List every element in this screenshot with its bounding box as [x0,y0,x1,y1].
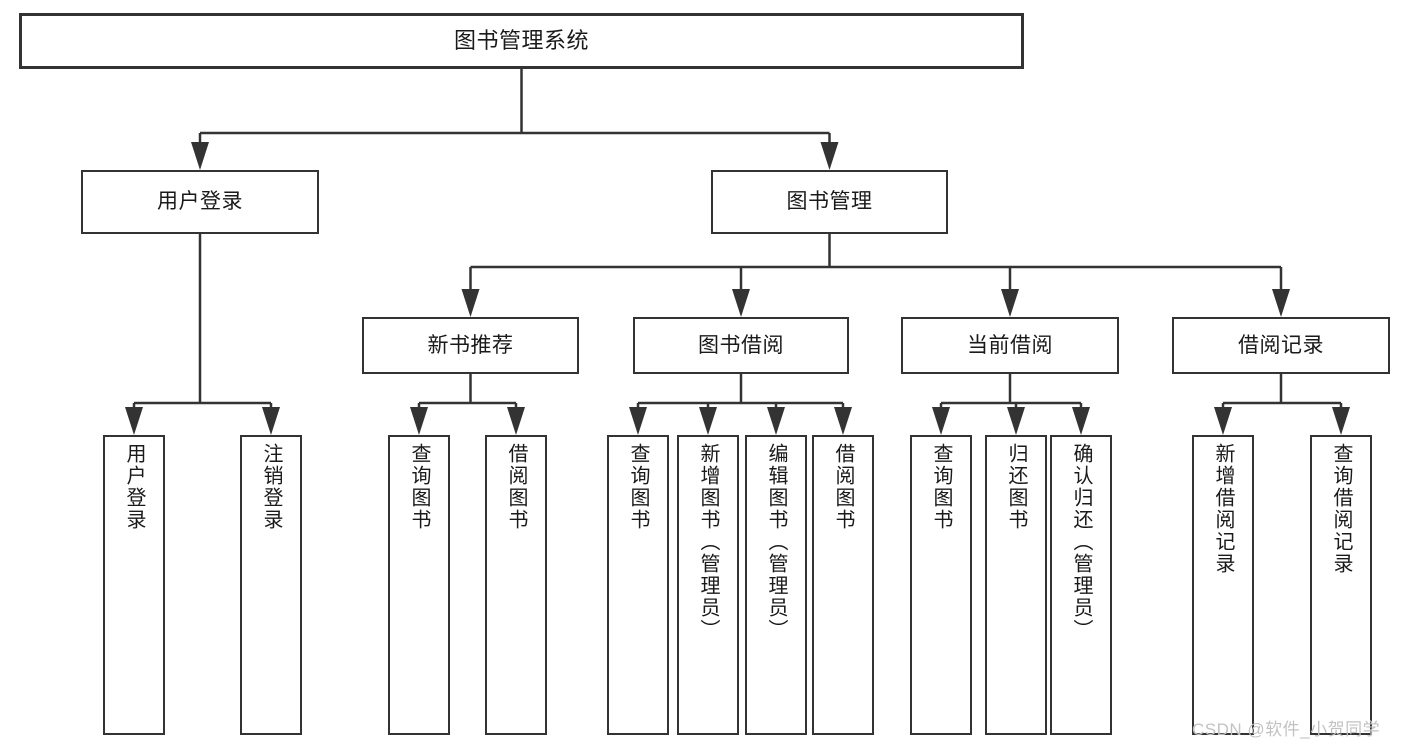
node-leaf-query-book-1[interactable]: 查询图书 [388,435,450,735]
node-label: 用户登录 [157,190,243,214]
node-leaf-user-login[interactable]: 用户登录 [103,435,165,735]
arrowhead-new-book-rec [461,289,480,317]
arrowhead-book-manage [820,142,839,170]
node-user-login[interactable]: 用户登录 [81,170,319,234]
node-leaf-query-record[interactable]: 查询借阅记录 [1310,435,1372,735]
arrowhead-leaf-query-record [1332,407,1350,435]
node-leaf-borrow-book-2[interactable]: 借阅图书 [812,435,874,735]
node-label: 图书借阅 [698,333,784,357]
node-label: 确认归还（管理员） [1070,443,1092,641]
arrowhead-leaf-logout [262,407,280,435]
node-label: 查询图书 [408,443,430,531]
node-label: 查询借阅记录 [1330,443,1352,575]
arrowhead-leaf-add-record [1214,407,1232,435]
node-label: 新书推荐 [427,333,514,357]
node-label: 图书管理 [786,190,873,214]
arrowhead-leaf-user-login [125,407,143,435]
arrowhead-leaf-return-book [1007,407,1025,435]
node-label: 用户登录 [123,443,145,531]
node-root[interactable]: 图书管理系统 [19,13,1024,69]
node-label: 新增借阅记录 [1212,443,1234,575]
arrowhead-borrow-record [1272,289,1290,317]
node-book-manage[interactable]: 图书管理 [711,170,948,234]
node-label: 借阅图书 [832,443,854,531]
node-leaf-confirm-return[interactable]: 确认归还（管理员） [1050,435,1112,735]
node-borrow-record[interactable]: 借阅记录 [1172,317,1390,374]
node-new-book-rec[interactable]: 新书推荐 [362,317,579,374]
node-leaf-query-book-3[interactable]: 查询图书 [910,435,972,735]
node-current-borrow[interactable]: 当前借阅 [901,317,1119,374]
node-leaf-borrow-book-1[interactable]: 借阅图书 [485,435,547,735]
node-leaf-query-book-2[interactable]: 查询图书 [607,435,669,735]
arrowhead-leaf-add-book [699,407,717,435]
node-label: 借阅记录 [1238,333,1324,357]
node-label: 编辑图书（管理员） [765,443,787,641]
node-label: 查询图书 [930,443,952,531]
node-label: 新增图书（管理员） [697,443,719,641]
node-label: 注销登录 [260,443,282,531]
arrowhead-leaf-borrow-book-2 [834,407,852,435]
arrowhead-book-borrow [732,289,750,317]
node-label: 图书管理系统 [453,27,589,53]
node-book-borrow[interactable]: 图书借阅 [633,317,849,374]
node-label: 借阅图书 [505,443,527,531]
node-label: 查询图书 [627,443,649,531]
arrowhead-leaf-query-book-3 [932,407,950,435]
arrowhead-leaf-query-book-2 [629,407,647,435]
arrowhead-leaf-borrow-book-1 [507,407,525,435]
node-leaf-edit-book[interactable]: 编辑图书（管理员） [745,435,807,735]
node-label: 当前借阅 [967,333,1053,357]
node-leaf-return-book[interactable]: 归还图书 [985,435,1047,735]
arrowhead-user-login [191,142,209,170]
arrowhead-leaf-edit-book [767,407,785,435]
arrowhead-leaf-confirm-return [1072,407,1090,435]
arrowhead-leaf-query-book-1 [410,407,428,435]
node-leaf-logout[interactable]: 注销登录 [240,435,302,735]
arrowhead-current-borrow [1001,289,1019,317]
node-leaf-add-record[interactable]: 新增借阅记录 [1192,435,1254,735]
csdn-watermark: CSDN @软件_小贺同学 [1192,720,1381,739]
node-leaf-add-book[interactable]: 新增图书（管理员） [677,435,739,735]
node-label: 归还图书 [1005,443,1027,531]
